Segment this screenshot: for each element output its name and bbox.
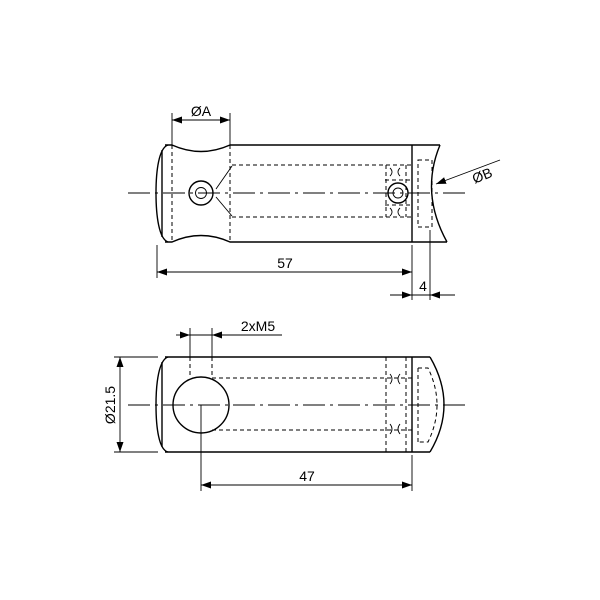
bottom-view-hidden-pocket-arc <box>418 367 438 443</box>
bottom-view-dimensions: 2xM5 Ø21.5 47 <box>102 318 413 491</box>
dia-b-leader <box>435 159 501 185</box>
bottom-view-thread-break-bottom <box>389 423 401 435</box>
top-view-bottom-edge <box>165 234 447 243</box>
top-view-right-saddle <box>430 144 448 243</box>
dia-b-label: ØB <box>470 164 495 186</box>
diameter-label: Ø21.5 <box>102 386 118 424</box>
offset-4-label: 4 <box>419 278 427 294</box>
top-view-dimensions: ØA ØB 57 4 <box>156 103 501 300</box>
length-57-label: 57 <box>277 255 293 271</box>
top-view-top-edge <box>165 144 440 153</box>
top-view-drill-point <box>215 165 233 217</box>
bottom-view <box>128 356 470 453</box>
top-view-hidden-end-pocket <box>417 159 433 228</box>
bottom-view-thread-break-top <box>389 373 401 385</box>
thread-label: 2xM5 <box>241 318 275 334</box>
top-view-thread-break-top <box>389 167 401 177</box>
bottom-view-rounded-end <box>429 356 445 453</box>
top-view <box>128 144 470 243</box>
length-47-label: 47 <box>299 468 315 484</box>
top-view-thread-break-bottom <box>389 207 401 217</box>
dia-a-label: ØA <box>191 103 212 119</box>
